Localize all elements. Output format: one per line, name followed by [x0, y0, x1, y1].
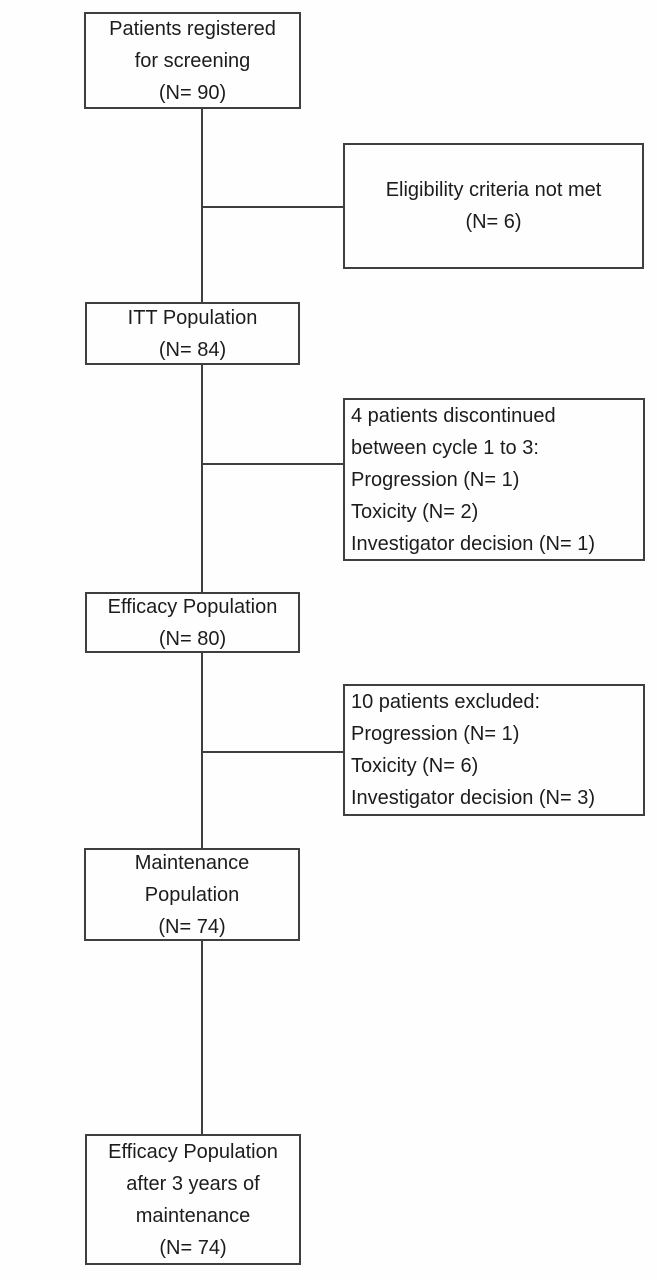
- flow-box-discontinued-line: Progression (N= 1): [351, 468, 520, 491]
- flow-box-excluded-line: Investigator decision (N= 3): [351, 787, 596, 809]
- flow-box-discontinued-line: between cycle 1 to 3:: [351, 436, 539, 459]
- flow-box-screening-line: Patients registered: [109, 17, 276, 40]
- flow-box-efficacy3y-count: (N= 74): [159, 1236, 227, 1259]
- flow-box-efficacy-count: (N= 80): [158, 627, 227, 650]
- flow-box-screening-line: for screening: [134, 49, 251, 72]
- flow-box-efficacy-line: Efficacy Population: [107, 595, 278, 618]
- flow-box-screening-count: (N= 90): [158, 81, 227, 104]
- flow-box-efficacy3y-line: Efficacy Population: [108, 1140, 278, 1163]
- flow-box-itt-line: ITT Population: [127, 306, 258, 329]
- flow-box-maintenance-line: Maintenance: [134, 851, 250, 874]
- flow-box-excluded-line: Progression (N= 1): [351, 723, 520, 745]
- flow-box-maintenance-count: (N= 74): [158, 915, 226, 938]
- flow-box-excluded-line: Toxicity (N= 6): [351, 755, 479, 777]
- flow-box-discontinued-line: 4 patients discontinued: [351, 404, 556, 427]
- flow-box-efficacy3y-line: maintenance: [135, 1204, 251, 1227]
- connector-efficacy-to-maintenance: [201, 653, 203, 848]
- connector-maintenance-to-efficacy3y: [201, 941, 203, 1134]
- flow-box-itt-count: (N= 84): [158, 338, 227, 361]
- flow-box-eligibility-not-met: Eligibility criteria not met (N= 6): [343, 143, 644, 269]
- flow-box-itt-population: ITT Population (N= 84): [85, 302, 300, 365]
- connector-branch-excluded: [203, 751, 343, 753]
- flow-box-excluded: 10 patients excluded: Progression (N= 1)…: [343, 684, 645, 816]
- flow-box-discontinued-line: Toxicity (N= 2): [351, 500, 479, 523]
- connector-screening-to-itt: [201, 109, 203, 302]
- flow-box-efficacy-population: Efficacy Population (N= 80): [85, 592, 300, 653]
- flow-box-screening: Patients registered for screening (N= 90…: [84, 12, 301, 109]
- connector-branch-eligibility: [203, 206, 343, 208]
- flow-box-excluded-line: 10 patients excluded:: [351, 691, 541, 713]
- flow-box-maintenance-population: Maintenance Population (N= 74): [84, 848, 300, 941]
- connector-branch-discontinued: [203, 463, 343, 465]
- flow-box-eligibility-line: Eligibility criteria not met: [385, 179, 602, 201]
- flow-box-efficacy-after-3-years: Efficacy Population after 3 years of mai…: [85, 1134, 301, 1265]
- connector-itt-to-efficacy: [201, 365, 203, 592]
- flow-box-discontinued-line: Investigator decision (N= 1): [351, 532, 596, 555]
- flow-box-eligibility-count: (N= 6): [465, 211, 522, 233]
- flow-box-discontinued: 4 patients discontinued between cycle 1 …: [343, 398, 645, 561]
- flow-box-maintenance-line: Population: [144, 883, 240, 906]
- flow-box-efficacy3y-line: after 3 years of: [126, 1172, 260, 1195]
